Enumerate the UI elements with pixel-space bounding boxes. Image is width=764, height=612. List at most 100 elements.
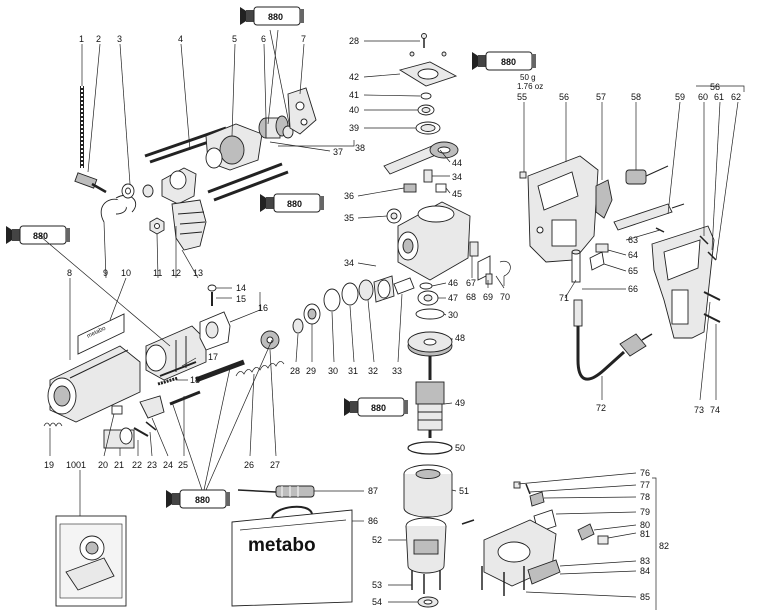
bearing-35 (386, 208, 402, 224)
part-label-86: 86 (368, 516, 378, 526)
parts-67-70 (469, 241, 511, 285)
clamp-bolt (74, 172, 107, 194)
part-label-78: 78 (640, 492, 650, 502)
pin-14-15 (207, 284, 217, 306)
part-label-82: 82 (659, 541, 669, 551)
part-label-54: 54 (372, 597, 382, 607)
part-label-10: 10 (121, 268, 131, 278)
capacitor-58 (625, 165, 669, 185)
spring-26 (235, 361, 285, 377)
part-label-69: 69 (483, 292, 493, 302)
part-label-28-top: 28 (349, 36, 359, 46)
screws-53 (411, 570, 441, 594)
part-label-59: 59 (675, 92, 685, 102)
screw-22-23 (133, 421, 157, 437)
part-label-62: 62 (731, 92, 741, 102)
gear-48 (407, 331, 453, 357)
part-label-26: 26 (244, 460, 254, 470)
part-label-36: 36 (344, 191, 354, 201)
part-label-38: 38 (355, 143, 365, 153)
bearing-28-29 (292, 303, 321, 334)
part-label-73: 73 (694, 405, 704, 415)
part-label-85: 85 (640, 592, 650, 602)
part-label-5: 5 (232, 34, 237, 44)
cable-72 (573, 299, 653, 381)
part-label-49: 49 (455, 398, 465, 408)
svg-text:880: 880 (371, 403, 386, 413)
screws-28-top (409, 33, 447, 57)
screws-73-74 (703, 291, 721, 323)
part-label-27: 27 (270, 460, 280, 470)
part-label-32: 32 (368, 366, 378, 376)
part-label-52: 52 (372, 535, 382, 545)
part-label-64: 64 (628, 250, 638, 260)
part-label-74: 74 (710, 405, 720, 415)
ring-41-40-39 (415, 92, 441, 135)
clamp-band (100, 194, 137, 223)
part-label-87: 87 (368, 486, 378, 496)
part-label-20: 20 (98, 460, 108, 470)
part-label-9: 9 (103, 268, 108, 278)
part-label-50: 50 (455, 443, 465, 453)
part-label-1001: 1001 (66, 460, 86, 470)
pin-34-45 (403, 169, 447, 193)
handle-half-56 (527, 155, 599, 263)
bracket-24 (139, 395, 165, 419)
washers-3 (121, 183, 154, 199)
part-label-33: 33 (392, 366, 402, 376)
part-label-25: 25 (178, 460, 188, 470)
part-label-3: 3 (117, 34, 122, 44)
inset-1001 (55, 515, 127, 607)
part-label-67: 67 (466, 278, 476, 288)
part-label-77: 77 (640, 480, 650, 490)
part-label-44: 44 (452, 158, 462, 168)
part-label-11: 11 (153, 268, 162, 278)
fan-housing-52 (405, 517, 447, 574)
grease-amount-oz: 1.76 oz (517, 82, 543, 91)
handle-half-right (651, 225, 715, 339)
part-label-71: 71 (559, 293, 569, 303)
cover-plate-42 (398, 61, 458, 87)
part-label-66: 66 (628, 284, 638, 294)
part-label-51: 51 (459, 486, 469, 496)
part-numbers: 1 2 3 4 5 6 7 8 9 10 11 12 13 14 15 16 1… (44, 34, 741, 607)
part-label-55: 55 (517, 92, 527, 102)
grease-tube-center: 880 (343, 397, 409, 417)
spindle-housing-12 (145, 325, 207, 381)
part-label-30: 30 (328, 366, 338, 376)
gear-plate-7 (287, 87, 317, 135)
part-label-46: 46 (448, 278, 458, 288)
grease-tube-left: 880 (5, 225, 71, 245)
cylinder-16 (199, 311, 231, 351)
long-screws (207, 162, 289, 202)
part-label-1: 1 (79, 34, 84, 44)
part-label-53: 53 (372, 580, 382, 590)
switch-57 (595, 179, 613, 219)
spindle-6 (258, 115, 294, 139)
part-label-70: 70 (500, 292, 510, 302)
part-label-28: 28 (290, 366, 300, 376)
part-label-83: 83 (640, 556, 650, 566)
clutch-rings-30-32 (323, 275, 395, 312)
gear-housing-5 (205, 123, 263, 171)
shaft-25 (169, 359, 245, 406)
svg-text:880: 880 (287, 199, 302, 209)
part-label-37: 37 (333, 147, 343, 157)
part-label-45: 45 (452, 189, 462, 199)
part-label-84: 84 (640, 566, 650, 576)
part-label-19: 19 (44, 460, 54, 470)
case-brand: metabo (248, 535, 316, 556)
svg-text:880: 880 (268, 12, 283, 22)
part-label-80: 80 (640, 520, 650, 530)
part-label-30-b: 30 (448, 310, 458, 320)
part-label-39: 39 (349, 123, 359, 133)
part-label-63: 63 (628, 235, 638, 245)
grease-tube-middle: 880 (259, 193, 325, 213)
part-label-34: 34 (452, 172, 462, 182)
part-label-14: 14 (236, 283, 246, 293)
crank-44 (383, 141, 459, 175)
field-coil-51 (403, 464, 453, 518)
part-label-40: 40 (349, 105, 359, 115)
bracket-83-84 (461, 519, 561, 585)
spring-19 (43, 422, 63, 427)
